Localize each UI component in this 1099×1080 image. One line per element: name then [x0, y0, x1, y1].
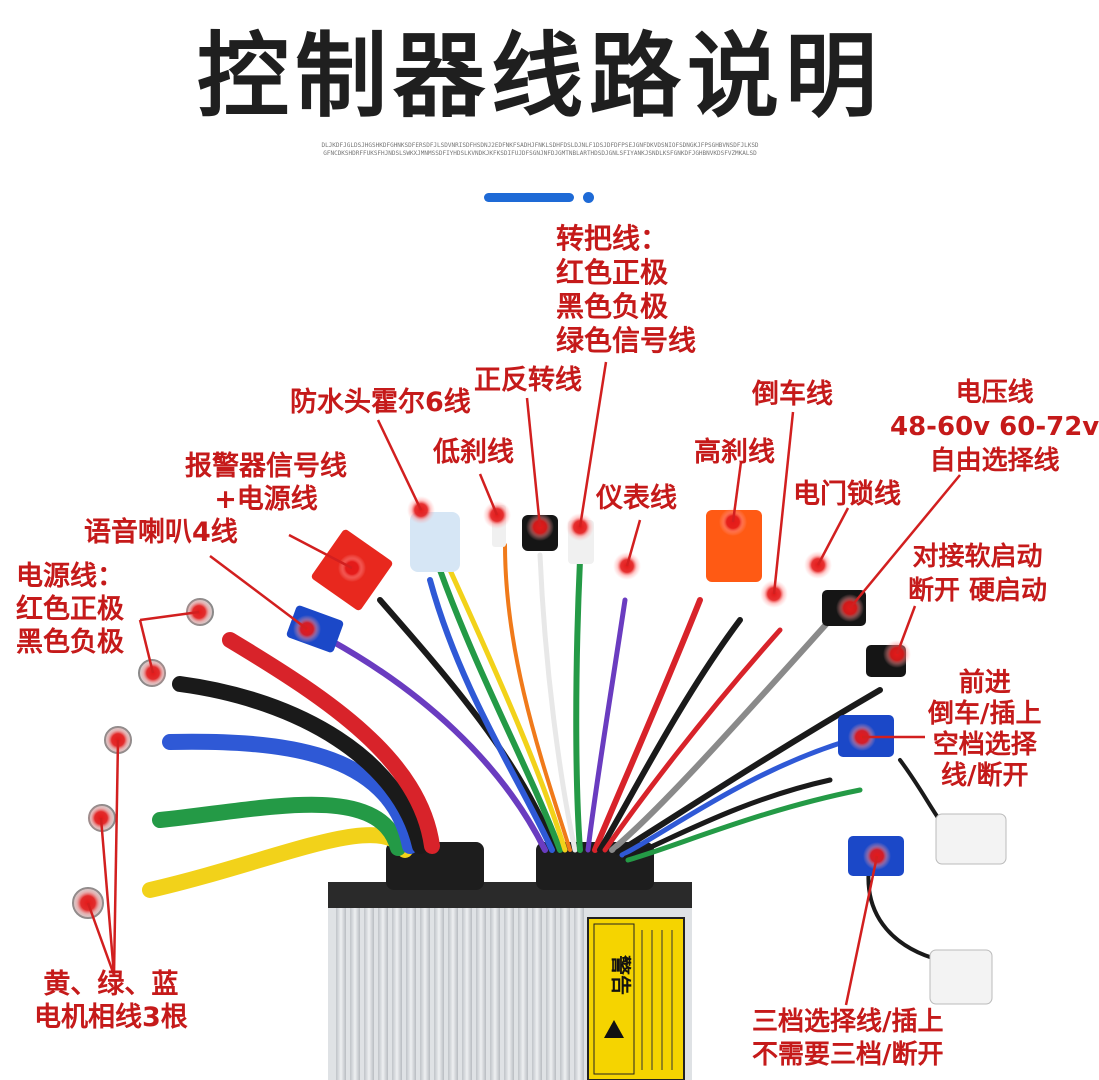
- label-waterproof-hall: 防水头霍尔6线: [290, 387, 471, 418]
- hall-connector: [410, 512, 460, 572]
- label-speaker: 语音喇叭4线: [84, 517, 238, 548]
- label-reverse: 倒车线: [752, 379, 833, 410]
- accent-dot: [583, 192, 594, 203]
- label-three-speed: 三档选择线/插上 不需要三档/断开: [752, 1007, 944, 1070]
- label-soft-hard-start: 对接软启动 断开 硬启动: [908, 542, 1048, 606]
- heatsink-fin: [448, 908, 458, 1080]
- heatsink-fin: [532, 908, 542, 1080]
- label-power: 电源线： 红色正极 黑色负极: [16, 561, 124, 658]
- label-forward-reverse: 正反转线: [474, 365, 582, 396]
- accent-bar: [484, 193, 574, 202]
- heatsink-fin: [406, 908, 416, 1080]
- heatsink-fin: [574, 908, 584, 1080]
- warning-heading: 警告: [609, 955, 633, 995]
- label-motor-phase: 黄、绿、蓝 电机相线3根: [34, 969, 188, 1033]
- heatsink-fin: [504, 908, 514, 1080]
- decorative-subline: DLJKDFJGLDSJHGSHKDFGHNKSDFERSDFJLSDVNRIS…: [321, 142, 759, 157]
- label-throttle: 转把线： 红色正极 黑色负极 绿色信号线: [556, 222, 697, 357]
- heatsink-fin: [546, 908, 556, 1080]
- heatsink-fin: [420, 908, 430, 1080]
- yellow-phase-wire: [142, 827, 413, 898]
- heatsink-fin: [378, 908, 388, 1080]
- blue-phase-wire: [162, 733, 418, 854]
- power-red-wire: [222, 632, 440, 854]
- label-meter: 仪表线: [596, 483, 677, 514]
- page-title: 控制器线路说明: [196, 23, 883, 130]
- high-brake-connector: [706, 510, 762, 582]
- green-phase-wire: [152, 796, 406, 856]
- heatsink-fin: [518, 908, 528, 1080]
- heatsink-fin: [490, 908, 500, 1080]
- warning-sticker: 警告: [587, 917, 685, 1080]
- heatsink-fin: [350, 908, 360, 1080]
- label-high-brake: 高刹线: [694, 437, 775, 468]
- label-voltage: 电压线 48-60v 60-72v 自由选择线: [890, 378, 1099, 476]
- heatsink-fin: [462, 908, 472, 1080]
- heatsink-fin: [476, 908, 486, 1080]
- heatsink-fin: [434, 908, 444, 1080]
- heatsink-fin: [336, 908, 346, 1080]
- label-door-lock: 电门锁线: [793, 479, 901, 510]
- wire-bundle: [142, 543, 962, 962]
- label-alarm: 报警器信号线 +电源线: [185, 451, 347, 515]
- heatsink-fin: [560, 908, 570, 1080]
- controller-body: [328, 842, 692, 1080]
- label-gear-select: 前进 倒车/插上 空档选择 线/断开: [928, 668, 1042, 791]
- marker-dots: [72, 496, 911, 919]
- power-black-wire: [172, 676, 428, 854]
- heatsink-fin: [392, 908, 402, 1080]
- label-low-brake: 低刹线: [433, 437, 514, 468]
- heatsink-fin: [364, 908, 374, 1080]
- leader-lines: [86, 361, 961, 1006]
